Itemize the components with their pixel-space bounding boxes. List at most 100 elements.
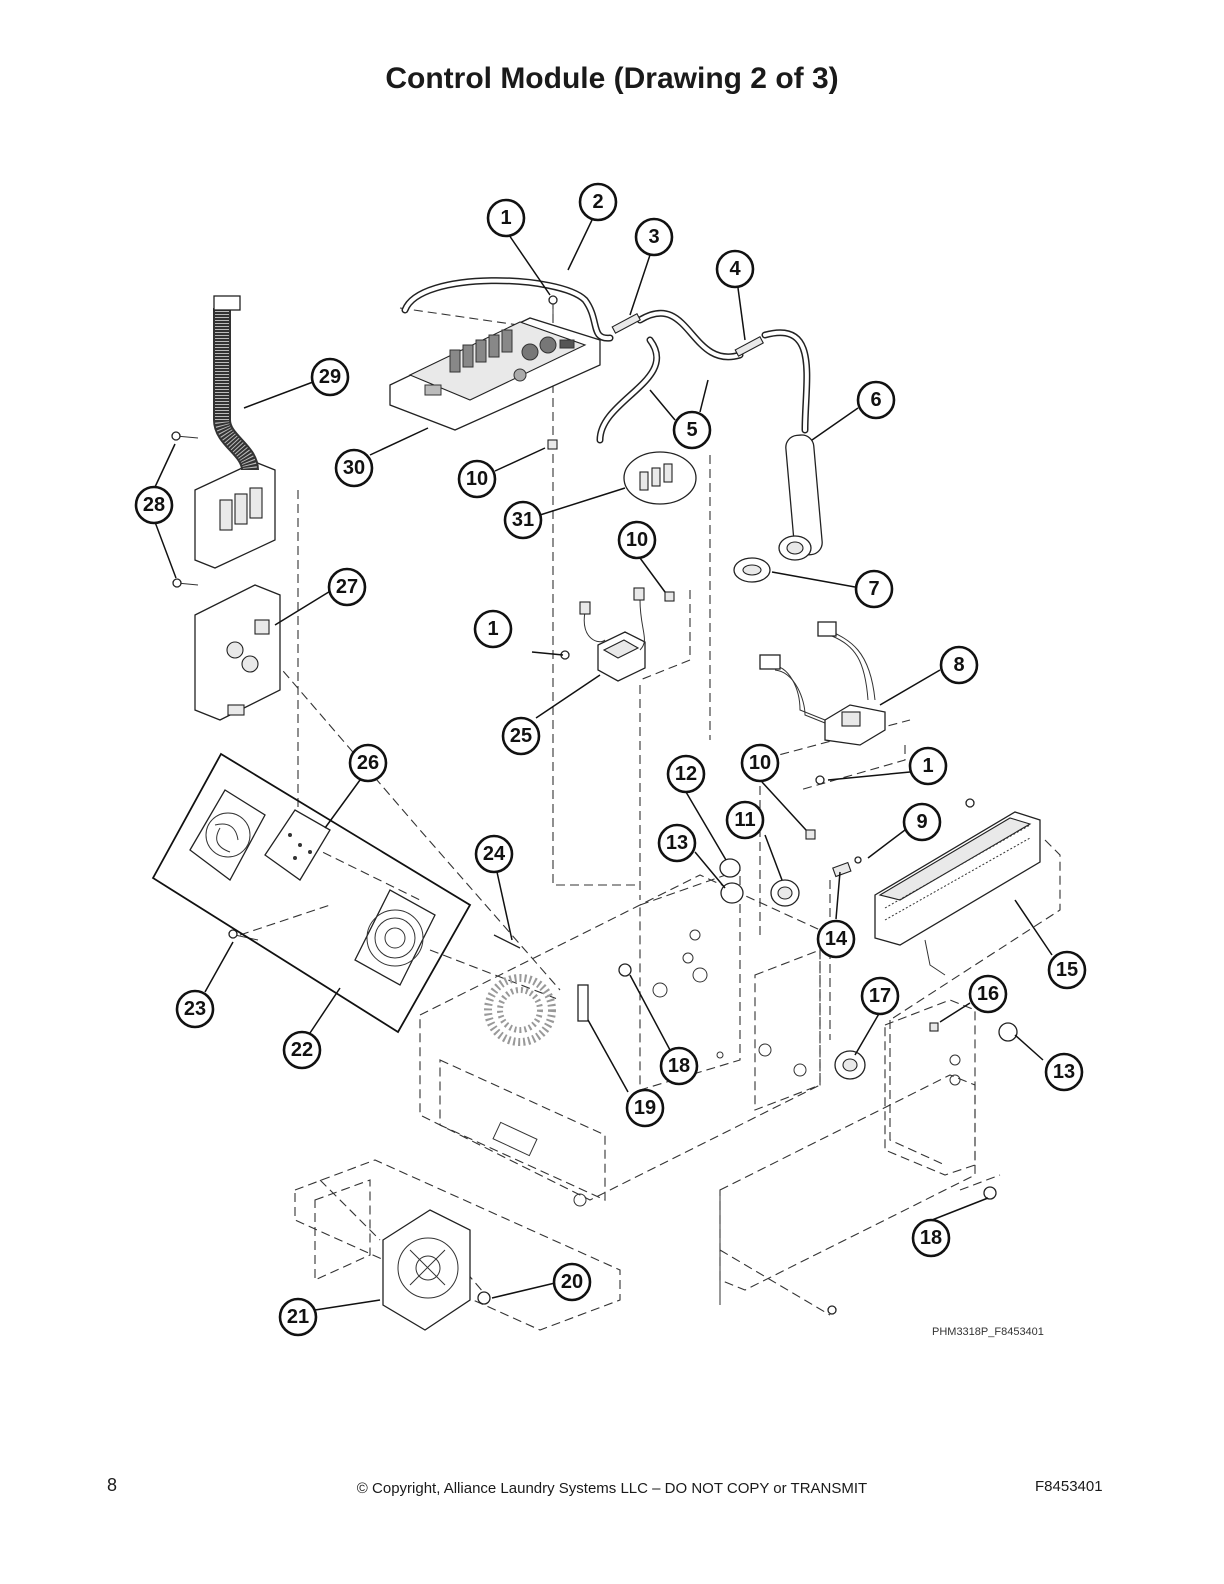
ribbon-cable [213, 295, 259, 472]
callout-1-transformer: 1 [473, 609, 513, 649]
callout-6: 6 [856, 380, 896, 420]
svg-text:17: 17 [869, 985, 891, 1007]
control-cabinet-chassis [294, 869, 976, 1331]
leader-lines [154, 219, 1053, 1311]
svg-text:30: 30 [343, 457, 365, 479]
svg-text:28: 28 [143, 494, 165, 516]
svg-text:8: 8 [953, 654, 964, 676]
page-number: 8 [107, 1475, 118, 1495]
mounting-bracket [577, 984, 589, 1022]
mounting-screws [171, 431, 259, 941]
callout-30: 30 [334, 448, 374, 488]
fan-cooling [354, 889, 436, 986]
fan-guard [189, 789, 266, 881]
callout-4: 4 [715, 249, 755, 289]
svg-text:7: 7 [868, 578, 879, 600]
svg-text:18: 18 [668, 1055, 690, 1077]
drawing-code: PHM3318P_F8453401 [932, 1326, 1044, 1338]
svg-text:10: 10 [749, 752, 771, 774]
control-panel [874, 811, 1041, 976]
callout-9: 9 [902, 802, 942, 842]
svg-text:19: 19 [634, 1097, 656, 1119]
nuts [618, 963, 997, 1315]
ground-pin [493, 934, 521, 949]
callout-10-top: 10 [457, 459, 497, 499]
svg-text:1: 1 [487, 618, 498, 640]
harness-screw [815, 775, 975, 808]
svg-text:2: 2 [592, 191, 603, 213]
small-clips [832, 856, 939, 1032]
callout-7: 7 [854, 569, 894, 609]
callout-1-harness: 1 [908, 746, 948, 786]
wire-harness-relay [759, 621, 886, 746]
grommet [733, 557, 771, 583]
callout-21: 21 [278, 1297, 318, 1337]
svg-text:13: 13 [666, 832, 688, 854]
svg-text:10: 10 [626, 529, 648, 551]
copyright-notice: © Copyright, Alliance Laundry Systems LL… [356, 1480, 868, 1497]
callout-12: 12 [666, 754, 706, 794]
svg-text:14: 14 [825, 928, 848, 950]
svg-text:24: 24 [483, 843, 506, 865]
svg-text:10: 10 [466, 468, 488, 490]
main-control-board [389, 317, 601, 431]
pressure-tubes [401, 277, 811, 444]
callout-23: 23 [175, 989, 215, 1029]
callout-24: 24 [474, 834, 514, 874]
svg-text:12: 12 [675, 763, 697, 785]
svg-text:9: 9 [916, 811, 927, 833]
svg-text:23: 23 [184, 998, 206, 1020]
svg-text:22: 22 [291, 1039, 313, 1061]
svg-text:29: 29 [319, 366, 341, 388]
fan-kit-box [151, 752, 472, 1034]
power-supply-board [194, 584, 281, 721]
svg-text:1: 1 [922, 755, 933, 777]
svg-text:15: 15 [1056, 959, 1078, 981]
callout-2: 2 [578, 182, 618, 222]
svg-text:3: 3 [648, 226, 659, 248]
svg-text:16: 16 [977, 983, 999, 1005]
svg-text:5: 5 [686, 419, 697, 441]
callout-20: 20 [552, 1262, 592, 1302]
svg-text:26: 26 [357, 752, 379, 774]
callout-16: 16 [968, 974, 1008, 1014]
tube-connectors [611, 313, 764, 357]
svg-text:4: 4 [729, 258, 741, 280]
callout-26: 26 [348, 743, 388, 783]
board-screw [548, 295, 558, 322]
pressure-sensor-tube [778, 434, 823, 561]
callout-15: 15 [1047, 950, 1087, 990]
callout-10-right: 10 [740, 743, 780, 783]
wire-clips [547, 439, 816, 840]
callout-13-right: 13 [1044, 1052, 1084, 1092]
cabinet-fan [382, 1209, 471, 1331]
filter-plate [264, 809, 331, 881]
callout-18-right: 18 [911, 1218, 951, 1258]
svg-text:21: 21 [287, 1306, 309, 1328]
callout-14: 14 [816, 919, 856, 959]
svg-text:20: 20 [561, 1271, 583, 1293]
svg-text:18: 18 [920, 1227, 942, 1249]
callout-8: 8 [939, 645, 979, 685]
callout-13-left: 13 [657, 823, 697, 863]
relay-board [194, 461, 276, 569]
callout-11: 11 [725, 800, 765, 840]
callout-10-mid: 10 [617, 520, 657, 560]
bushings [719, 858, 1018, 1080]
fan-nut [477, 1291, 491, 1305]
svg-text:13: 13 [1053, 1061, 1075, 1083]
page-title: Control Module (Drawing 2 of 3) [385, 62, 839, 95]
callout-28: 28 [134, 485, 174, 525]
connector-block [623, 451, 697, 505]
svg-text:6: 6 [870, 389, 881, 411]
callout-17: 17 [860, 976, 900, 1016]
callout-22: 22 [282, 1030, 322, 1070]
svg-text:11: 11 [734, 809, 755, 831]
callout-5: 5 [672, 410, 712, 450]
callout-3: 3 [634, 217, 674, 257]
callout-31: 31 [503, 500, 543, 540]
document-number: F8453401 [1035, 1478, 1103, 1495]
callout-27: 27 [327, 567, 367, 607]
callout-18-center: 18 [659, 1046, 699, 1086]
